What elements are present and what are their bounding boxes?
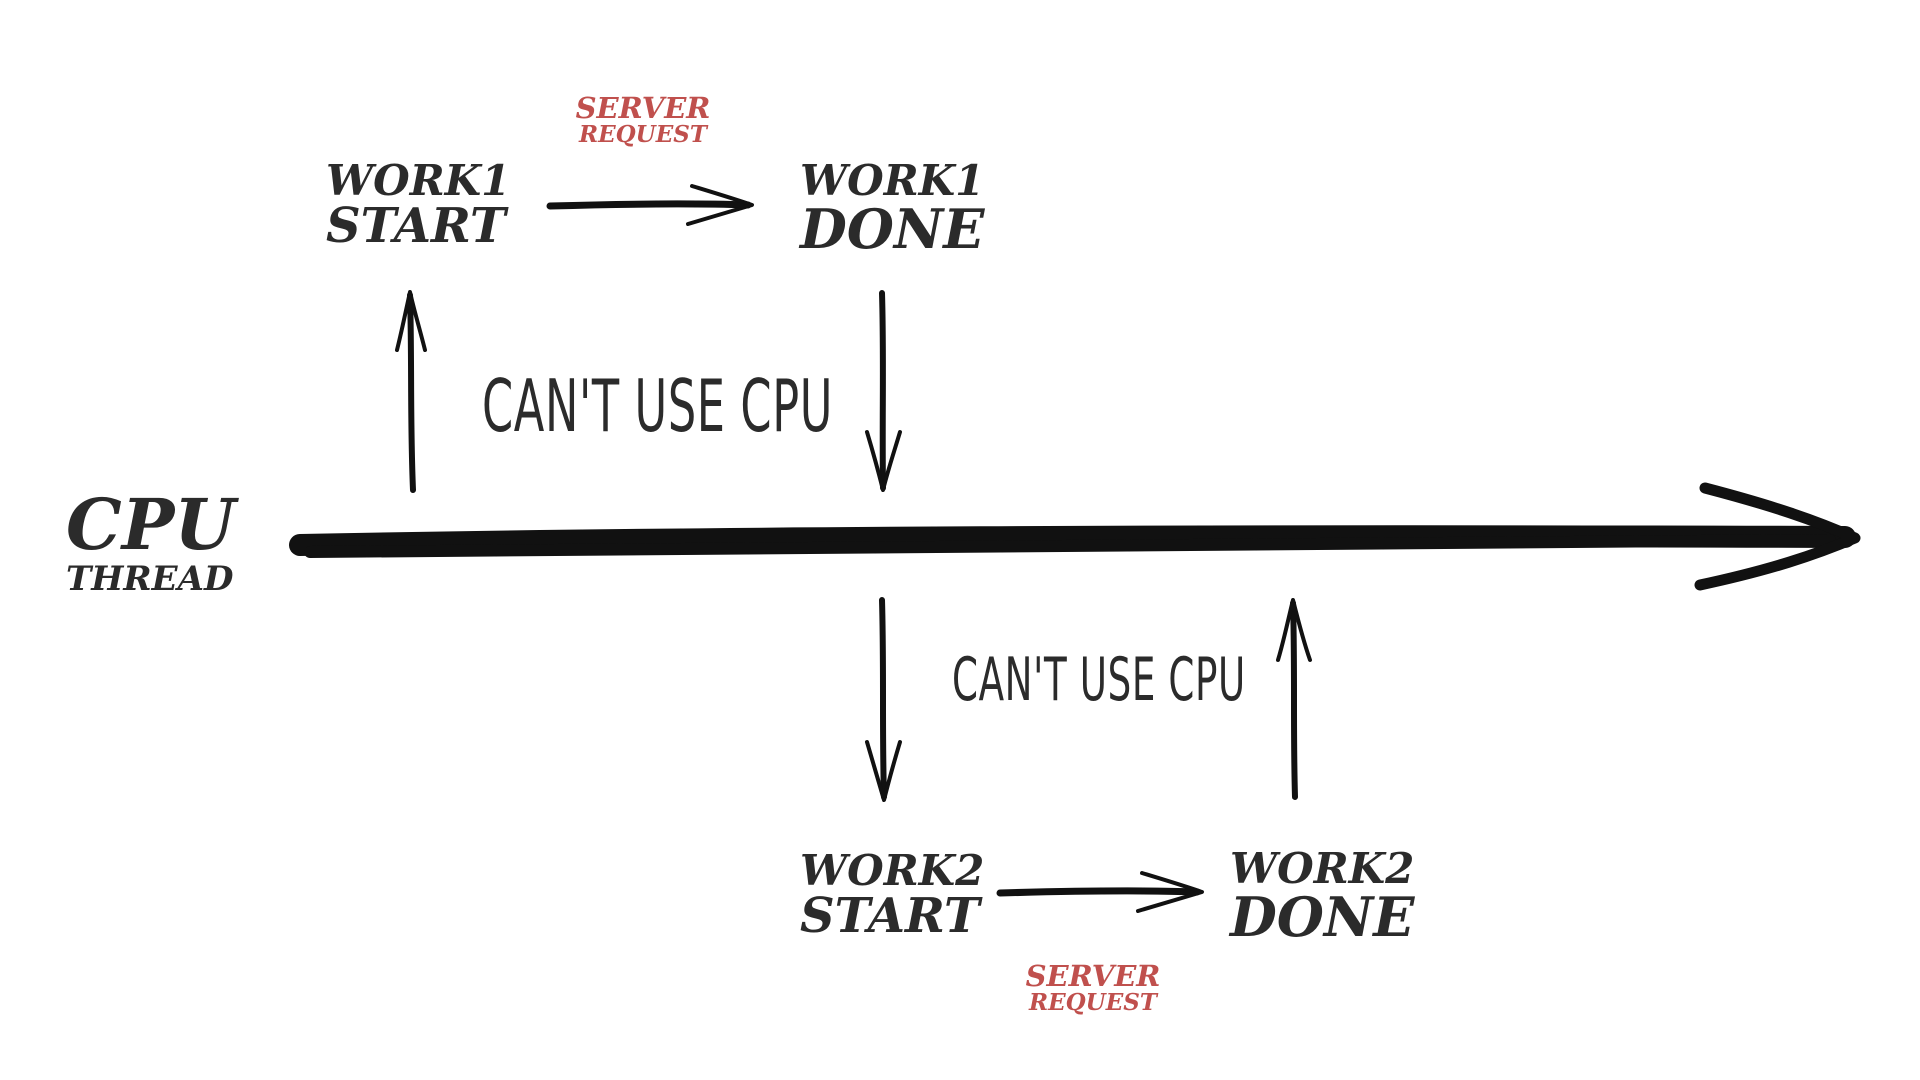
arrow-work2-server-request bbox=[996, 871, 1204, 913]
thread-label: THREAD bbox=[66, 559, 234, 599]
server-request-top-label: SERVER REQUEST bbox=[568, 91, 718, 148]
arrow-work1-done-to-cpu bbox=[865, 290, 902, 492]
work2-start-label: WORK2 START bbox=[800, 846, 985, 944]
cpu-timeline-arrowhead bbox=[1694, 482, 1861, 591]
work2-done-line1: WORK2 bbox=[1230, 844, 1415, 893]
work1-start-line2: START bbox=[326, 198, 506, 254]
work1-start-label: WORK1 START bbox=[326, 156, 511, 254]
work1-done-label: WORK1 DONE bbox=[800, 156, 985, 261]
server-request-bottom-line1: SERVER bbox=[1025, 959, 1161, 993]
cpu-thread-label: CPU THREAD bbox=[66, 483, 236, 599]
arrow-work1-server-request bbox=[546, 184, 754, 226]
server-request-top-line1: SERVER bbox=[575, 91, 711, 125]
work2-done-label: WORK2 DONE bbox=[1230, 844, 1415, 949]
cpu-timeline-shaft-rough bbox=[304, 534, 1836, 558]
work2-start-line2: START bbox=[800, 888, 980, 944]
work2-start-line1: WORK2 bbox=[800, 846, 985, 895]
arrow-cpu-to-work1-start bbox=[395, 290, 427, 493]
cpu-label: CPU bbox=[66, 483, 236, 566]
work1-done-line2: DONE bbox=[800, 197, 985, 261]
cant-use-cpu-top-label: CAN'T USE CPU bbox=[482, 364, 834, 448]
server-request-top-line2: REQUEST bbox=[579, 121, 707, 148]
cpu-timeline-arrow bbox=[289, 482, 1861, 591]
cant-use-cpu-bottom-label: CAN'T USE CPU bbox=[952, 645, 1246, 715]
server-request-bottom-label: SERVER REQUEST bbox=[1018, 959, 1168, 1016]
arrow-cpu-to-work2-start bbox=[865, 597, 902, 802]
work1-done-line1: WORK1 bbox=[800, 156, 985, 205]
arrow-work2-done-to-cpu bbox=[1276, 598, 1312, 800]
work1-start-line1: WORK1 bbox=[326, 156, 511, 205]
work2-done-line2: DONE bbox=[1230, 885, 1415, 949]
server-request-bottom-line2: REQUEST bbox=[1029, 989, 1157, 1016]
